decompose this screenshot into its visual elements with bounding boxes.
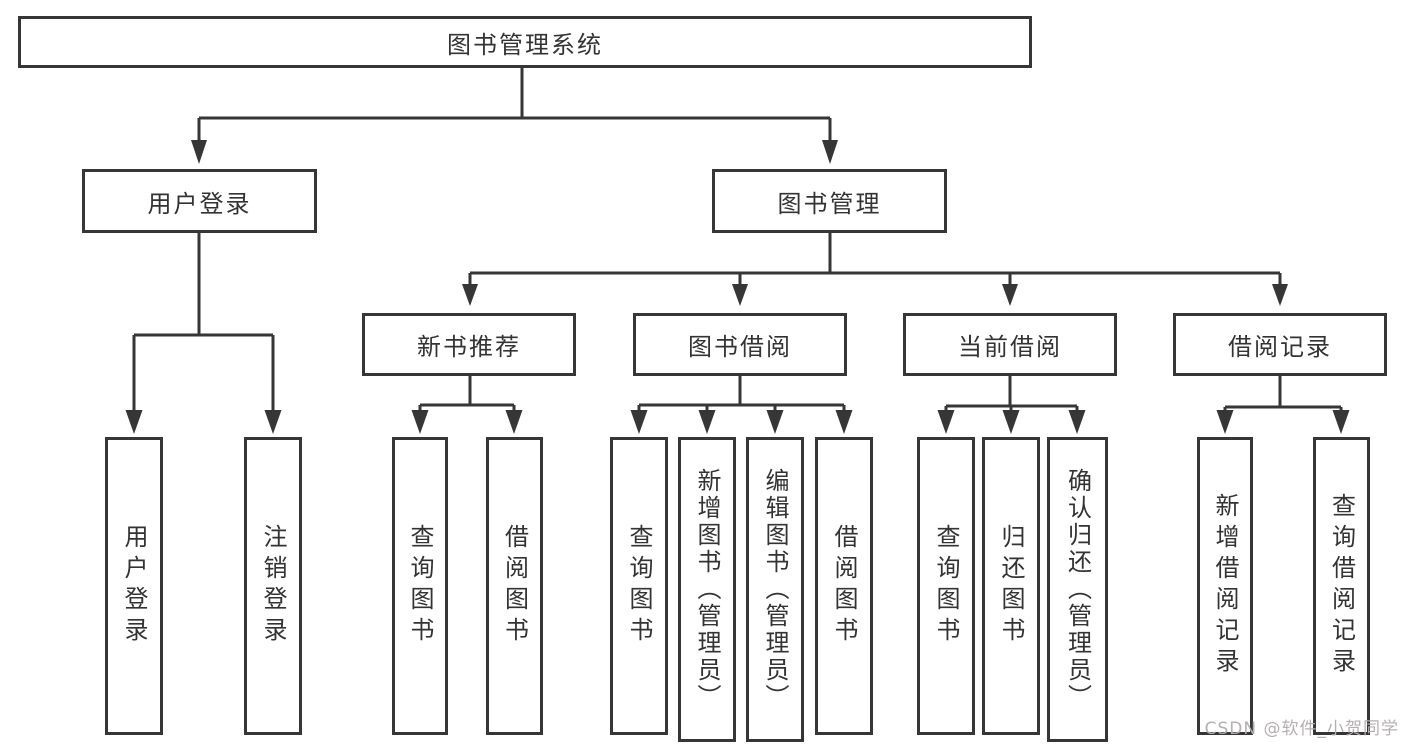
leaf-logout: 注销登录 <box>244 437 302 735</box>
leaf-query-books-borrow: 查询图书 <box>610 437 668 735</box>
node-label: 用户登录 <box>147 189 252 218</box>
node-new-book-recommendation: 新书推荐 <box>362 313 576 376</box>
leaf-borrow-books: 借阅图书 <box>815 437 873 735</box>
leaf-label: 查询图书 <box>406 524 434 648</box>
node-label: 当前借阅 <box>958 333 1062 361</box>
leaf-label: 确认归还（管理员） <box>1063 468 1092 711</box>
leaf-edit-books-admin: 编辑图书（管理员） <box>746 437 804 742</box>
leaf-query-borrow-record: 查询借阅记录 <box>1313 437 1370 735</box>
node-current-borrowing: 当前借阅 <box>903 313 1117 376</box>
leaf-label: 借阅图书 <box>830 524 858 648</box>
leaf-label: 查询图书 <box>932 524 960 648</box>
leaf-query-books-current: 查询图书 <box>917 437 975 735</box>
leaf-user-login: 用户登录 <box>105 437 163 735</box>
leaf-label: 注销登录 <box>259 524 287 648</box>
leaf-label: 归还图书 <box>997 524 1025 648</box>
leaf-return-books: 归还图书 <box>982 437 1040 735</box>
node-label: 新书推荐 <box>417 333 521 361</box>
node-book-borrowing: 图书借阅 <box>633 313 847 376</box>
node-label: 借阅记录 <box>1228 333 1332 361</box>
leaf-label: 借阅图书 <box>500 524 529 648</box>
node-label: 图书管理 <box>777 189 882 218</box>
node-borrowing-records: 借阅记录 <box>1173 313 1387 376</box>
node-user-login: 用户登录 <box>82 169 317 233</box>
csdn-watermark: CSDN @软件_小贺同学 <box>1204 719 1399 739</box>
node-book-management: 图书管理 <box>712 169 947 233</box>
leaf-borrow-books-recommend: 借阅图书 <box>486 437 543 735</box>
leaf-label: 用户登录 <box>120 524 148 648</box>
leaf-confirm-return-admin: 确认归还（管理员） <box>1047 437 1108 742</box>
arrowheads <box>125 140 1350 434</box>
leaf-query-books-recommend: 查询图书 <box>392 437 448 735</box>
leaf-label: 新增图书（管理员） <box>693 468 721 711</box>
leaf-label: 查询图书 <box>625 524 653 648</box>
leaf-label: 查询借阅记录 <box>1327 493 1356 679</box>
node-label: 图书管理系统 <box>447 30 603 59</box>
node-library-management-system: 图书管理系统 <box>18 16 1032 68</box>
node-label: 图书借阅 <box>688 333 792 361</box>
leaf-add-books-admin: 新增图书（管理员） <box>678 437 736 742</box>
leaf-add-borrow-record: 新增借阅记录 <box>1197 437 1253 735</box>
leaf-label: 编辑图书（管理员） <box>761 468 789 711</box>
leaf-label: 新增借阅记录 <box>1211 493 1239 679</box>
